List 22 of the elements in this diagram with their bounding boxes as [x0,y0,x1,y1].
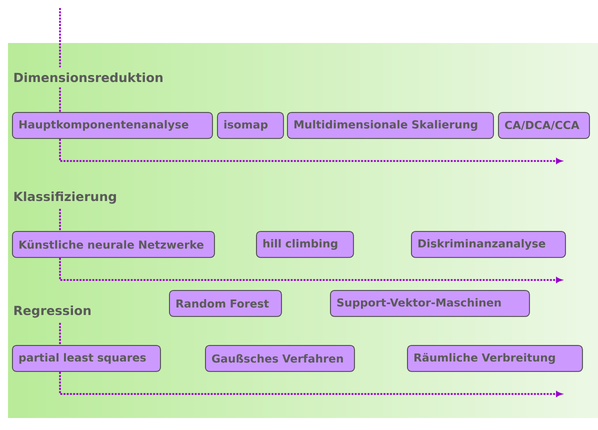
dotted-arrow [59,372,562,397]
section-heading: Regression [14,305,91,318]
method-box: Support-Vektor-Maschinen [330,290,530,317]
dotted-line [59,8,61,68]
method-box: isomap [217,112,284,139]
method-box: Räumliche Verbreitung [407,345,583,372]
method-box: Künstliche neurale Netzwerke [12,231,215,258]
method-box: Multidimensionale Skalierung [287,112,494,139]
method-box: Random Forest [169,290,282,317]
section-heading: Klassifizierung [14,192,116,204]
method-box: Gaußsches Verfahren [205,345,355,372]
method-box: Diskriminanzanalyse [411,231,566,258]
dotted-arrow [59,138,562,164]
dotted-line [59,87,61,112]
dotted-line [59,322,61,345]
dotted-arrow [59,258,562,283]
method-box: hill climbing [256,231,354,258]
section-heading: Dimensionsreduktion [14,72,162,82]
method-box: CA/DCA/CCA [498,112,590,139]
method-box: partial least squares [12,345,161,372]
method-box: Hauptkomponentenanalyse [12,112,213,139]
dotted-line [59,208,61,231]
